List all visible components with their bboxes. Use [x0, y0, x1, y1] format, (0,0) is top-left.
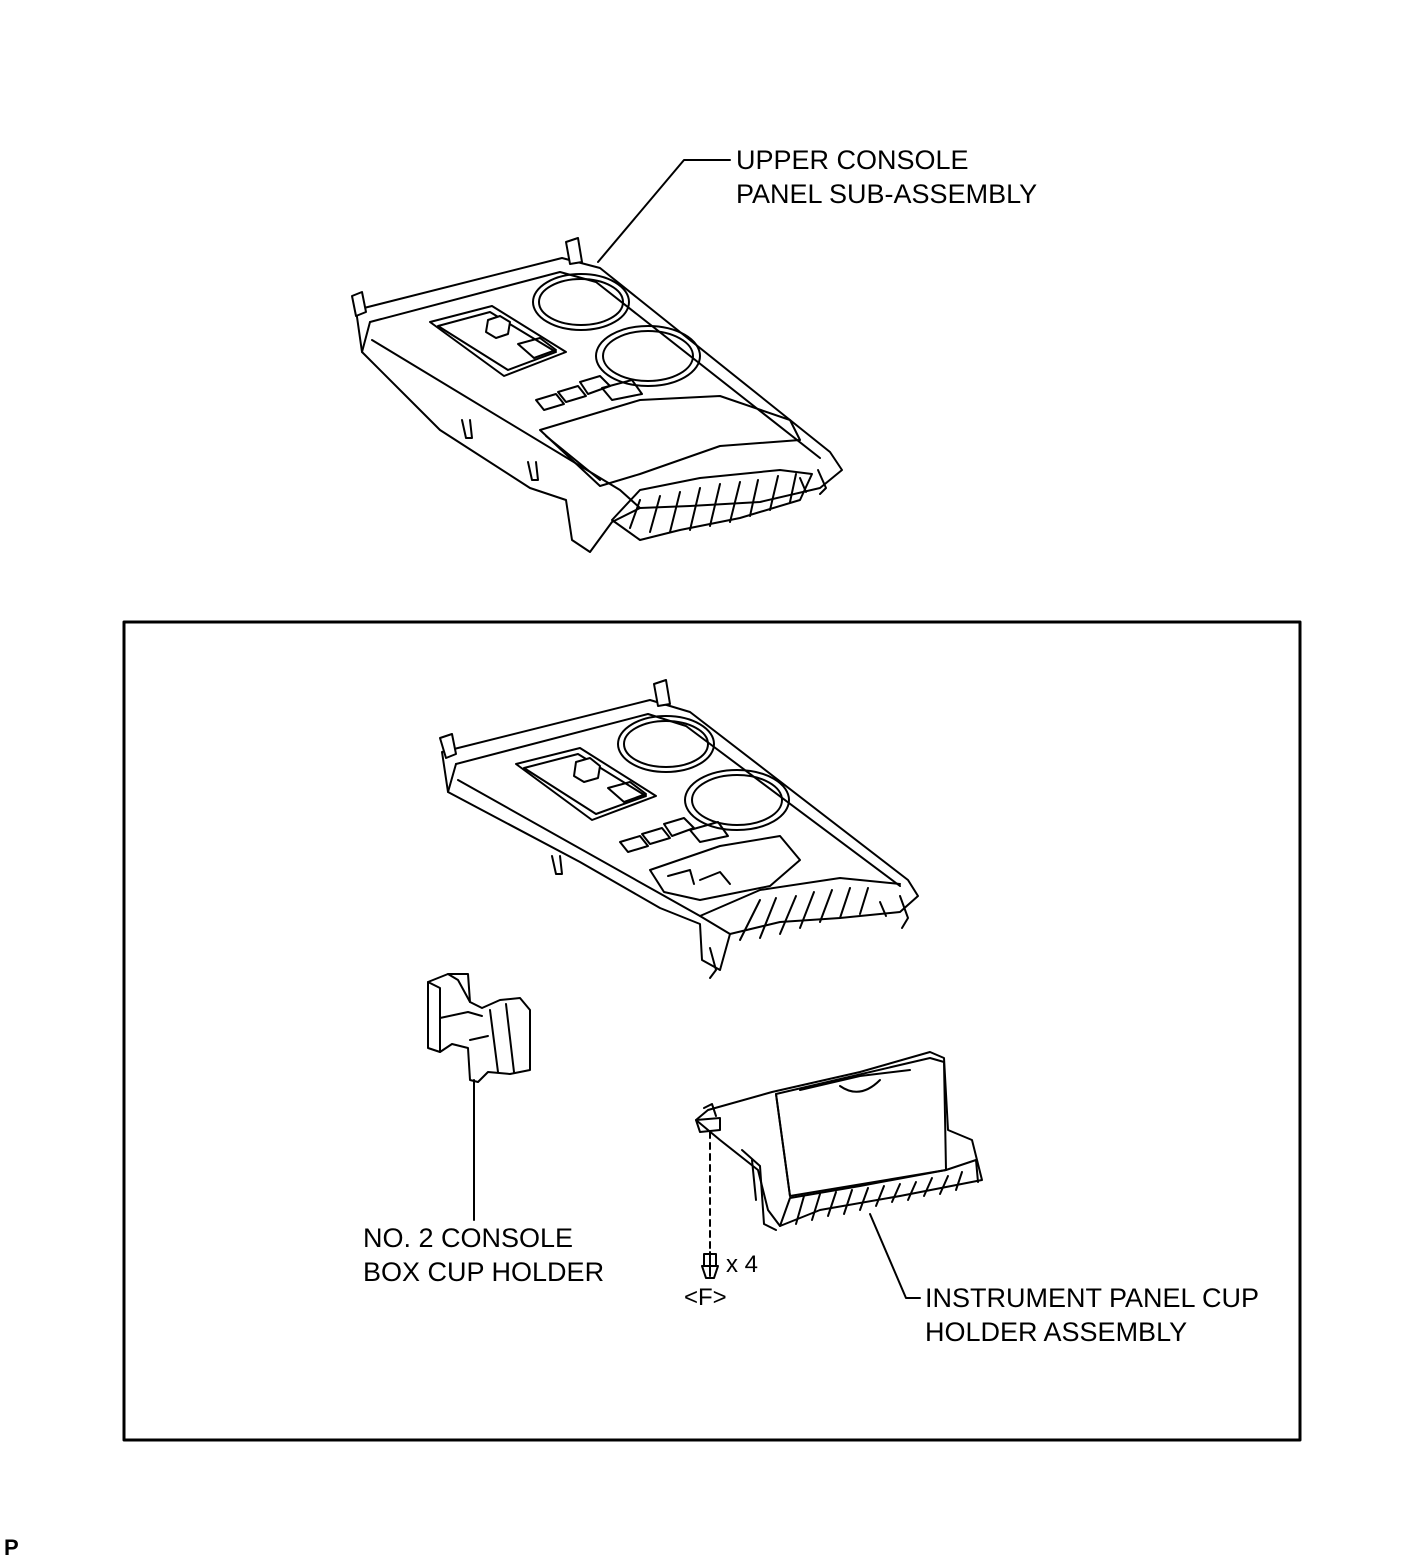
label-upper-console-panel: UPPER CONSOLE PANEL SUB-ASSEMBLY	[736, 143, 1037, 211]
upper-console-panel-top	[351, 237, 843, 553]
label-instrument-panel-cup-holder: INSTRUMENT PANEL CUP HOLDER ASSEMBLY	[925, 1281, 1259, 1349]
label-upper-console-line1: UPPER CONSOLE	[736, 145, 969, 175]
no2-console-box-cup-holder	[427, 973, 531, 1083]
instrument-panel-cup-holder-assembly	[695, 1051, 983, 1231]
label-no2-line2: BOX CUP HOLDER	[363, 1257, 605, 1287]
leader-instrument-panel	[869, 1213, 921, 1299]
detail-frame	[122, 620, 1302, 1442]
label-instrument-line2: HOLDER ASSEMBLY	[925, 1317, 1188, 1347]
corner-mark: P	[4, 1535, 19, 1560]
label-no2-console-box-cup-holder: NO. 2 CONSOLE BOX CUP HOLDER	[363, 1221, 604, 1289]
label-upper-console-line2: PANEL SUB-ASSEMBLY	[736, 179, 1038, 209]
fastener-quantity: x 4	[726, 1251, 759, 1278]
label-no2-line1: NO. 2 CONSOLE	[363, 1223, 574, 1253]
clip-fastener-icon	[701, 1251, 719, 1279]
label-instrument-line1: INSTRUMENT PANEL CUP	[925, 1283, 1260, 1313]
leader-upper-console	[597, 159, 731, 263]
fastener-code: <F>	[684, 1284, 727, 1311]
upper-console-panel-framed	[439, 679, 919, 979]
